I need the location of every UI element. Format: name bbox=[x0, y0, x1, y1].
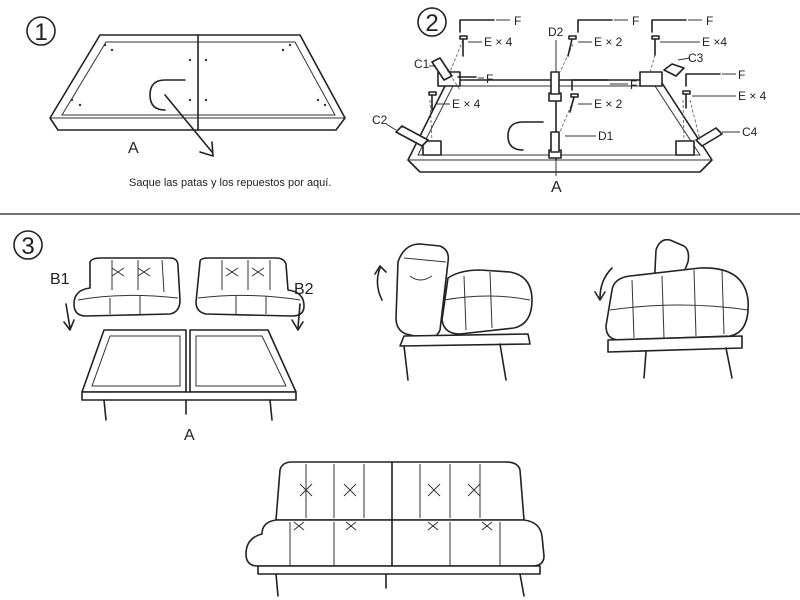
label-f-6: F bbox=[486, 72, 493, 86]
cushion-b1 bbox=[73, 257, 181, 317]
step-2-number: 2 bbox=[425, 10, 438, 37]
label-c3: C3 bbox=[688, 51, 704, 65]
down-arrow-icon bbox=[63, 303, 75, 331]
step-1-badge bbox=[26, 16, 56, 46]
label-d1: D1 bbox=[598, 129, 614, 143]
label-e4-1: E × 4 bbox=[484, 35, 513, 49]
leader-lines bbox=[385, 19, 740, 137]
step-1: 1 A Saque las patas y los repu bbox=[26, 16, 346, 189]
label-f-4: F bbox=[738, 68, 745, 82]
screws bbox=[428, 35, 691, 113]
rotate-arrow-icon bbox=[374, 265, 387, 301]
rotate-arrow-icon bbox=[594, 267, 613, 301]
step-1-number: 1 bbox=[34, 19, 47, 46]
part-label-a-step1: A bbox=[128, 140, 139, 157]
label-e2-1: E × 2 bbox=[594, 35, 623, 49]
base-frame-a-step3 bbox=[81, 329, 297, 421]
label-c4: C4 bbox=[742, 125, 758, 139]
down-arrow-icon bbox=[291, 303, 304, 331]
label-e4-4: E × 4 bbox=[738, 89, 767, 103]
part-label-a-step3: A bbox=[184, 427, 195, 444]
label-f-3: F bbox=[706, 14, 713, 28]
label-e4-2: E ×4 bbox=[702, 35, 727, 49]
part-label-a-step2: A bbox=[551, 179, 562, 196]
legs bbox=[395, 39, 723, 153]
base-frame-a-step1 bbox=[49, 34, 346, 131]
cushion-b2 bbox=[195, 257, 305, 317]
label-f-5: F bbox=[630, 78, 637, 92]
label-c2: C2 bbox=[372, 113, 388, 127]
label-d2: D2 bbox=[548, 25, 564, 39]
allen-keys bbox=[457, 19, 721, 91]
sofa-side-view-up bbox=[374, 243, 533, 381]
step-3-badge bbox=[13, 230, 43, 260]
label-e2-2: E × 2 bbox=[594, 97, 623, 111]
pull-arrow-icon bbox=[164, 94, 214, 157]
label-c1: C1 bbox=[414, 57, 430, 71]
label-f-2: F bbox=[632, 14, 639, 28]
label-f-1: F bbox=[514, 14, 521, 28]
base-frame-a-step2 bbox=[407, 79, 713, 173]
label-b1: B1 bbox=[50, 271, 70, 288]
sofa-side-view-down bbox=[594, 238, 749, 379]
step-3: 3 bbox=[13, 230, 749, 597]
label-b2: B2 bbox=[294, 281, 314, 298]
step-2-badge bbox=[417, 7, 447, 37]
sofa-final-assembled bbox=[245, 461, 545, 597]
step-2: 2 bbox=[372, 7, 767, 196]
step-3-number: 3 bbox=[21, 233, 34, 260]
step-1-instruction: Saque las patas y los repuestos por aquí… bbox=[129, 177, 331, 189]
label-e4-3: E × 4 bbox=[452, 97, 481, 111]
